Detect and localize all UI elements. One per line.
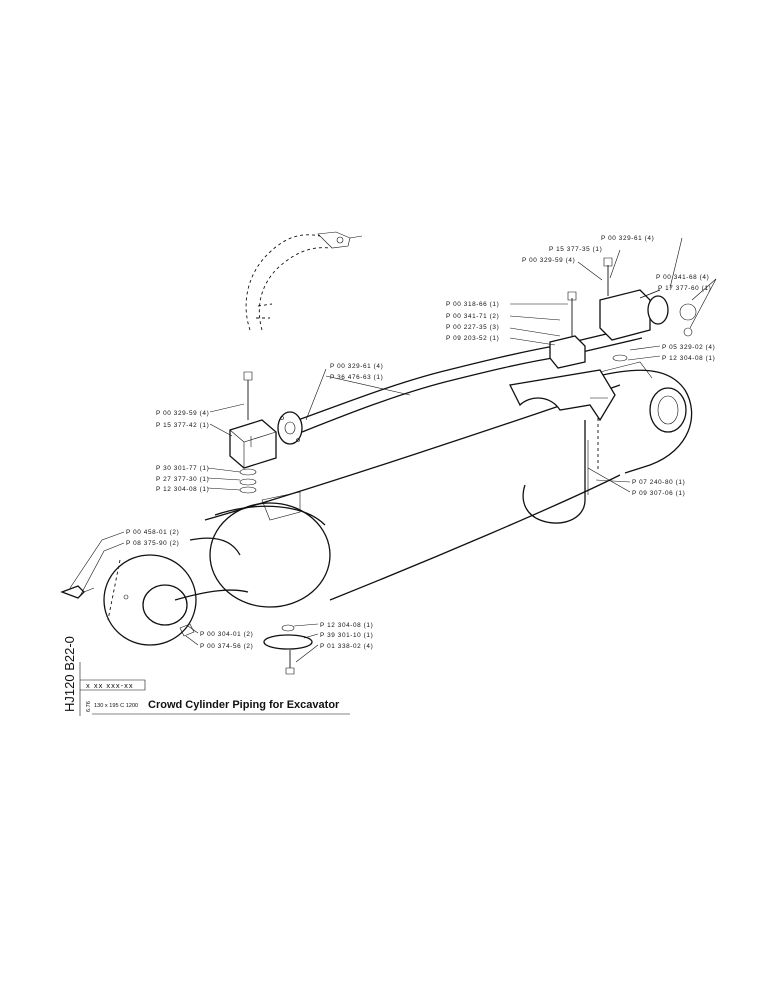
callout-c22: P 08 375-90 (2): [126, 540, 179, 547]
excavator-arm-sketch: [245, 231, 363, 331]
callout-c9: P 09 203-52 (1): [446, 335, 499, 342]
callout-c17: P 27 377-30 (1): [156, 476, 209, 483]
callout-c11: P 12 304-08 (1): [662, 355, 715, 362]
callout-c3: P 00 329-59 (4): [522, 257, 575, 264]
callout-c24: P 39 301-10 (1): [320, 632, 373, 639]
drawing-code: HJ120 B22-0: [62, 636, 77, 712]
callout-c5: P 17 377-60 (1): [658, 285, 711, 292]
callout-c12: P 00 329-61 (4): [330, 363, 383, 370]
title-block: HJ120 B22-0 x xx xxx-xx 6.76 130 x 195 C…: [62, 636, 350, 716]
callout-c2: P 15 377-35 (1): [549, 246, 602, 253]
callout-c27: P 00 374-56 (2): [200, 643, 253, 650]
side-mark: 6.76: [86, 701, 92, 712]
callout-c20: P 09 307-06 (1): [632, 490, 685, 497]
callout-c19: P 07 240-80 (1): [632, 479, 685, 486]
callout-c6: P 00 318-66 (1): [446, 301, 499, 308]
callout-c14: P 00 329-59 (4): [156, 410, 209, 417]
leader-lines: [69, 237, 717, 663]
callout-c26: P 00 304-01 (2): [200, 631, 253, 638]
diagram-title: Crowd Cylinder Piping for Excavator: [148, 699, 340, 711]
callout-c16: P 30 301-77 (1): [156, 465, 209, 472]
callout-c7: P 00 341-71 (2): [446, 313, 499, 320]
callout-c10: P 05 329-02 (4): [662, 344, 715, 351]
callout-c18: P 12 304-08 (1): [156, 486, 209, 493]
callout-c21: P 00 458-01 (2): [126, 529, 179, 536]
callout-c15: P 15 377-42 (1): [156, 422, 209, 429]
callouts: P 00 329-61 (4) P 15 377-35 (1) P 00 329…: [126, 235, 715, 650]
pipe-assembly: [60, 257, 697, 675]
crowd-cylinder: [103, 361, 693, 646]
callout-c23: P 12 304-08 (1): [320, 622, 373, 629]
callout-c4: P 00 341-68 (4): [656, 274, 709, 281]
callout-c1: P 00 329-61 (4): [601, 235, 654, 242]
reference-box: x xx xxx-xx: [86, 681, 134, 690]
callout-c8: P 00 227-35 (3): [446, 324, 499, 331]
callout-c13: P 36 476-63 (1): [330, 374, 383, 381]
format-text: 130 x 195 C 1200: [94, 703, 138, 709]
callout-c25: P 01 338-02 (4): [320, 643, 373, 650]
